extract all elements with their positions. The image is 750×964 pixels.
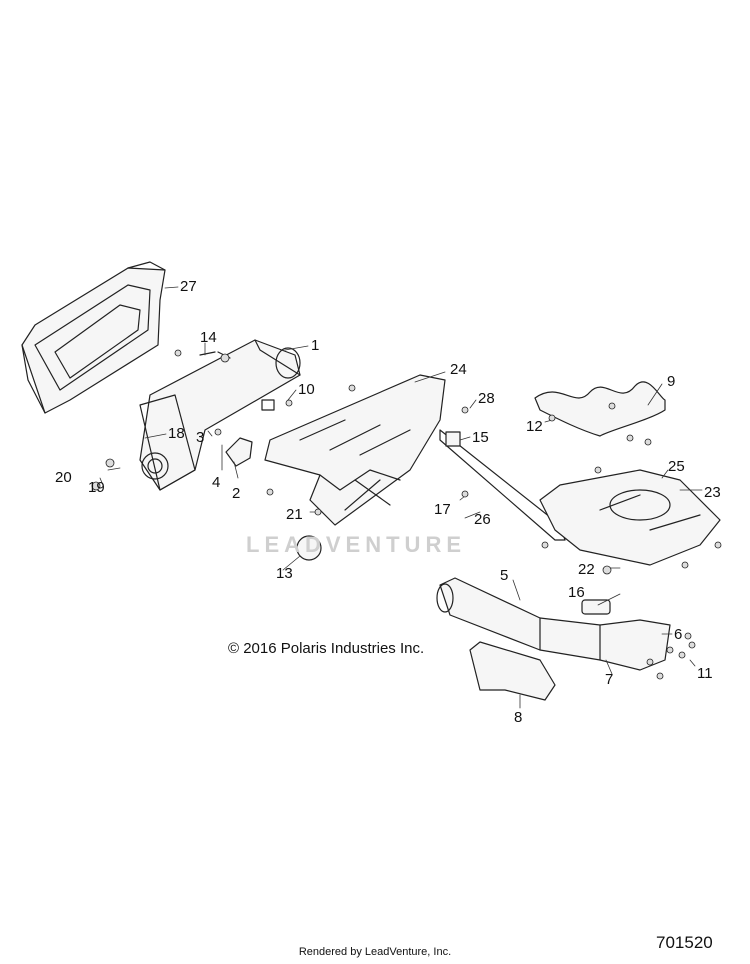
callout-24: 24 [450, 361, 467, 378]
callout-21: 21 [286, 506, 303, 523]
callout-5: 5 [500, 567, 509, 584]
gasket-16 [581, 599, 611, 615]
heat-shield-8 [469, 641, 556, 701]
muffler-1 [139, 339, 301, 491]
heat-shield-9 [534, 381, 666, 437]
callout-18: 18 [168, 425, 185, 442]
callout-17: 17 [434, 501, 451, 518]
tip-2 [225, 437, 253, 467]
callout-10: 10 [298, 381, 315, 398]
callout-6: 6 [674, 626, 683, 643]
callout-16: 16 [568, 584, 585, 601]
callout-20: 20 [55, 469, 72, 486]
callout-1: 1 [311, 337, 320, 354]
callout-11: 11 [697, 665, 713, 682]
callout-15: 15 [472, 429, 489, 446]
callout-25: 25 [668, 458, 685, 475]
callout-23: 23 [704, 484, 721, 501]
callout-28: 28 [478, 390, 495, 407]
callout-12: 12 [526, 418, 543, 435]
callout-3: 3 [196, 429, 205, 446]
callout-26: 26 [474, 511, 491, 528]
diagram-number: 701520 [656, 933, 713, 952]
watermark: LEADVENTURE [246, 532, 467, 557]
callout-19: 19 [88, 479, 105, 496]
callout-9: 9 [667, 373, 676, 390]
ring-13 [296, 535, 322, 561]
callout-8: 8 [514, 709, 523, 726]
callout-27: 27 [180, 278, 197, 295]
clip-15 [445, 431, 461, 447]
callout-4: 4 [212, 474, 221, 491]
callout-7: 7 [605, 671, 614, 688]
callout-13: 13 [276, 565, 293, 582]
heat-shield-23 [539, 469, 721, 566]
callout-22: 22 [578, 561, 595, 578]
footer-credit: Rendered by LeadVenture, Inc. [298, 946, 452, 958]
head-pipe-5 [436, 577, 671, 671]
callout-2: 2 [232, 485, 241, 502]
copyright-notice: © 2016 Polaris Industries Inc. [228, 640, 425, 657]
heat-shield-24 [264, 374, 446, 526]
heat-shield-27 [21, 261, 166, 414]
callout-14: 14 [200, 329, 217, 346]
bracket-26 [439, 429, 566, 541]
